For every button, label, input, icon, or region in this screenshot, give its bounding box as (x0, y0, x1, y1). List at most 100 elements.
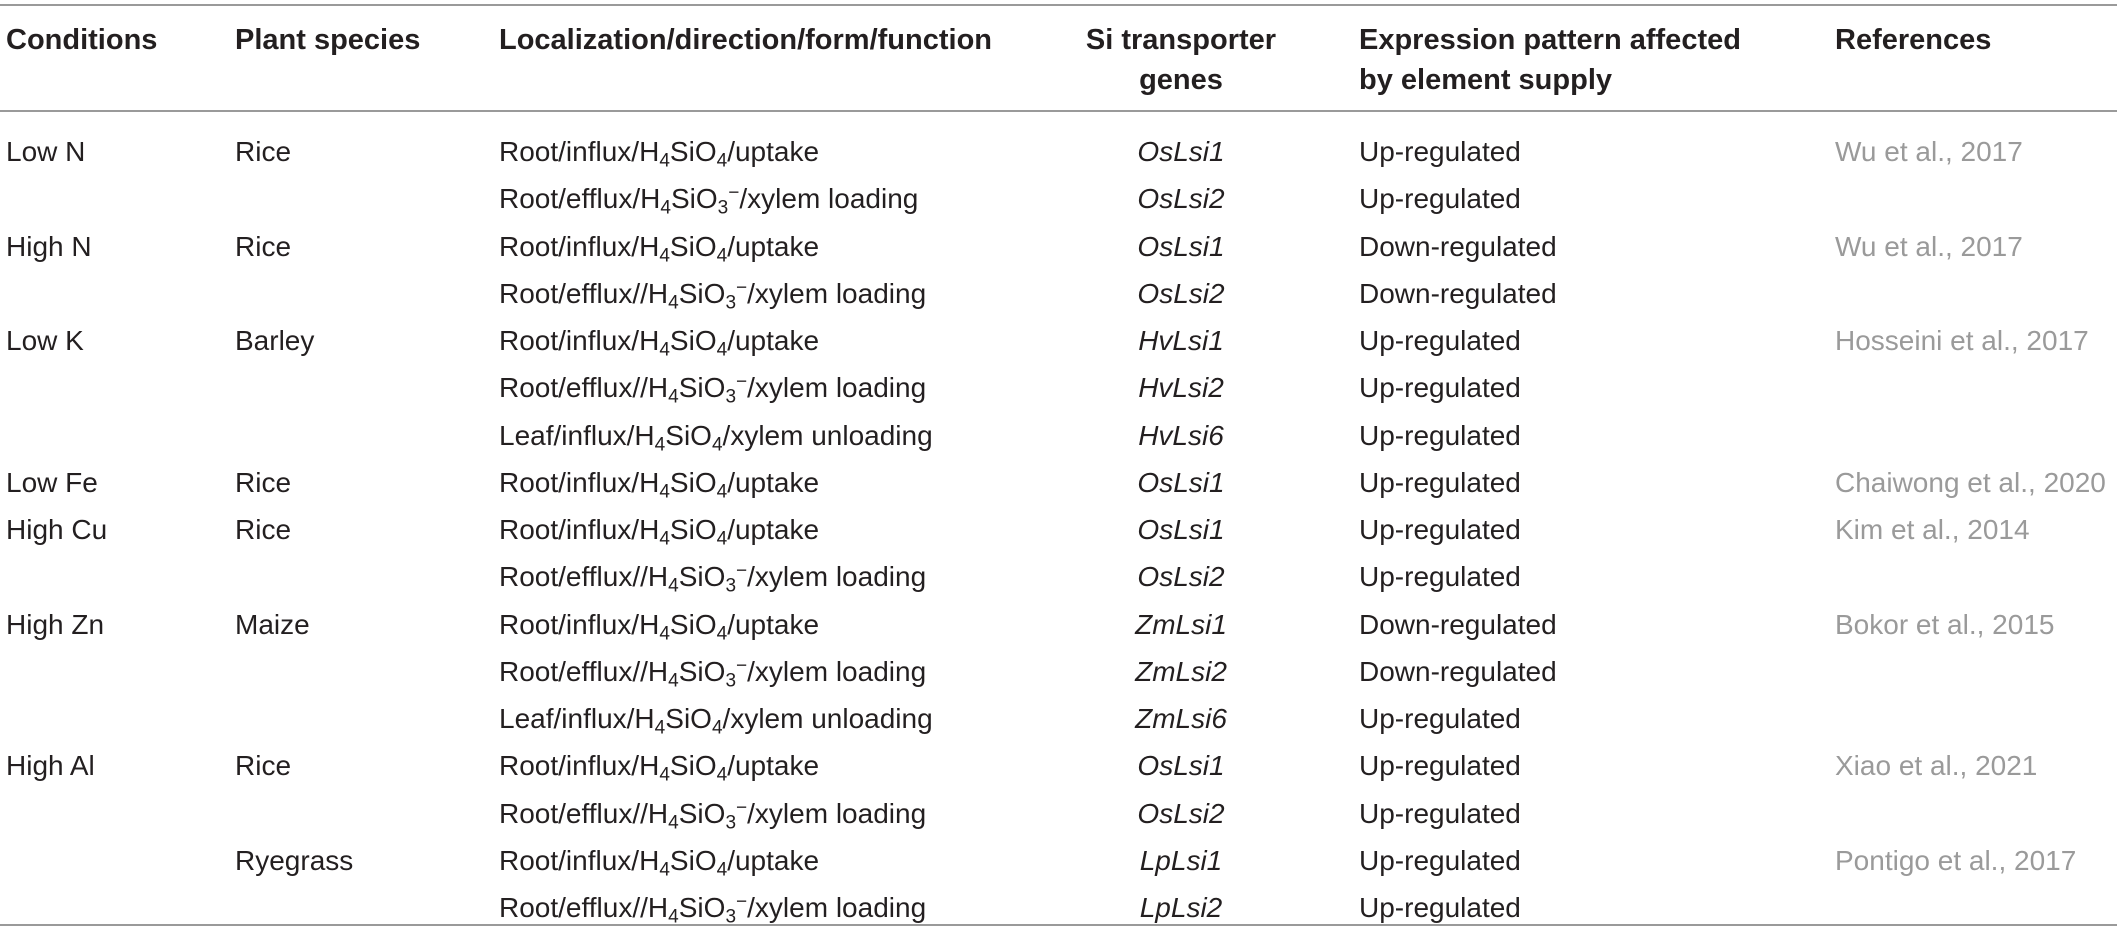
reference-cell: Xiao et al., 2021 (1835, 750, 2038, 782)
localization-suffix: /uptake (727, 514, 820, 546)
chemical-formula: H4SiO3− (647, 891, 748, 928)
reference-cell: Pontigo et al., 2017 (1835, 844, 2077, 876)
si-transporter-gene-cell: HvLsi6 (1138, 419, 1224, 451)
chemical-formula: H4SiO4 (639, 514, 728, 550)
table-row: Root/efflux//H4SiO3−/xylem loading OsLsi2… (0, 553, 2117, 600)
plant-species-cell: Rice (235, 514, 292, 546)
localization-prefix: Root/influx/ (499, 325, 640, 357)
expression-pattern-cell: Down-regulated (1359, 608, 1557, 640)
localization-prefix: Leaf/influx/ (499, 419, 635, 451)
table-row: Root/efflux//H4SiO3−/xylem loading OsLsi2… (0, 270, 2117, 317)
expression-pattern-cell: Down-regulated (1359, 230, 1557, 262)
localization-cell: Root/influx/H4SiO4/uptake (499, 742, 819, 789)
expression-pattern-cell: Up-regulated (1359, 797, 1521, 829)
localization-suffix: /uptake (727, 230, 820, 262)
header-si-transporter-genes-line2: genes (1139, 64, 1223, 96)
condition-cell: Low N (6, 136, 86, 167)
expression-pattern-cell: Up-regulated (1359, 183, 1521, 215)
si-transporter-gene-cell: LpLsi2 (1139, 892, 1223, 924)
header-expression-pattern-line1: Expression pattern affected (1359, 24, 1741, 56)
localization-suffix: /xylem loading (747, 797, 927, 829)
localization-cell: Root/influx/H4SiO4/uptake (499, 459, 819, 506)
si-transporter-gene-cell: OsLsi2 (1137, 561, 1225, 593)
reference-cell: Chaiwong et al., 2020 (1835, 466, 2106, 498)
localization-suffix: /xylem loading (739, 183, 919, 215)
si-transporter-gene-cell: OsLsi2 (1137, 797, 1225, 829)
localization-cell: Leaf/influx/H4SiO4/xylem unloading (499, 695, 933, 742)
chemical-formula: H4SiO4 (639, 844, 728, 881)
expression-pattern-cell: Up-regulated (1359, 561, 1521, 593)
condition-cell: Low Fe (6, 466, 98, 498)
localization-prefix: Root/influx/ (499, 136, 640, 167)
condition-cell: High Zn (6, 608, 105, 640)
localization-prefix: Root/efflux// (499, 797, 648, 829)
localization-prefix: Root/efflux// (499, 892, 648, 924)
si-transporter-gene-cell: HvLsi1 (1138, 325, 1224, 357)
plant-species-cell: Ryegrass (235, 844, 354, 876)
table-row: Low K Barley Root/influx/H4SiO4/uptake HvLs… (0, 317, 2117, 364)
table-row: Leaf/influx/H4SiO4/xylem unloading HvLsi6… (0, 412, 2117, 459)
header-expression-pattern: Expression pattern affected by element s… (1359, 20, 1741, 100)
localization-suffix: /uptake (727, 325, 820, 357)
si-transporter-gene-cell: OsLsi1 (1137, 230, 1225, 262)
localization-prefix: Root/efflux// (499, 372, 648, 404)
chemical-formula: H4SiO4 (639, 136, 728, 172)
expression-pattern-cell: Up-regulated (1359, 750, 1521, 782)
reference-cell: Bokor et al., 2015 (1835, 608, 2055, 640)
header-conditions: Conditions (6, 24, 158, 56)
expression-pattern-cell: Up-regulated (1359, 325, 1521, 357)
localization-cell: Root/efflux//H4SiO3−/xylem loading (499, 648, 926, 695)
expression-pattern-cell: Up-regulated (1359, 372, 1521, 404)
localization-prefix: Root/influx/ (499, 608, 640, 640)
plant-species-cell: Barley (235, 325, 315, 357)
localization-prefix: Root/influx/ (499, 844, 640, 876)
si-transporter-gene-cell: ZmLsi6 (1135, 703, 1227, 735)
localization-cell: Root/efflux//H4SiO3−/xylem loading (499, 270, 926, 317)
localization-prefix: Root/efflux// (499, 277, 648, 309)
chemical-formula: H4SiO3− (647, 277, 748, 314)
si-transporter-gene-cell: OsLsi2 (1137, 277, 1225, 309)
expression-pattern-cell: Up-regulated (1359, 703, 1521, 735)
table-row: Root/efflux//H4SiO3−/xylem loading ZmLsi2… (0, 648, 2117, 695)
localization-cell: Leaf/influx/H4SiO4/xylem unloading (499, 412, 933, 459)
chemical-formula: H4SiO3− (647, 797, 748, 834)
localization-suffix: /xylem unloading (722, 419, 933, 451)
si-transporter-gene-cell: OsLsi1 (1137, 136, 1225, 167)
reference-cell: Kim et al., 2014 (1835, 514, 2030, 546)
si-transporter-gene-cell: OsLsi1 (1137, 750, 1225, 782)
localization-suffix: /xylem loading (747, 655, 927, 687)
table-row: Low Fe Rice Root/influx/H4SiO4/uptake OsLsi… (0, 459, 2117, 506)
localization-prefix: Root/influx/ (499, 230, 640, 262)
chemical-formula: H4SiO4 (639, 325, 728, 361)
reference-cell: Wu et al., 2017 (1835, 230, 2023, 262)
expression-pattern-cell: Up-regulated (1359, 419, 1521, 451)
plant-species-cell: Rice (235, 466, 292, 498)
chemical-formula: H4SiO4 (639, 230, 728, 266)
plant-species-cell: Rice (235, 136, 292, 167)
table-row: Root/efflux//H4SiO3−/xylem loading LpLsi2… (0, 884, 2117, 931)
localization-prefix: Leaf/influx/ (499, 703, 635, 735)
localization-cell: Root/efflux//H4SiO3−/xylem loading (499, 790, 926, 837)
localization-cell: Root/efflux//H4SiO3−/xylem loading (499, 553, 926, 600)
table-row: Root/efflux//H4SiO3−/xylem loading OsLsi2… (0, 790, 2117, 837)
localization-prefix: Root/efflux// (499, 561, 648, 593)
condition-cell: Low K (6, 325, 84, 357)
localization-suffix: /uptake (727, 608, 820, 640)
localization-cell: Root/influx/H4SiO4/uptake (499, 837, 819, 884)
si-transporter-gene-cell: OsLsi1 (1137, 466, 1225, 498)
localization-cell: Root/efflux/H4SiO3−/xylem loading (499, 175, 918, 222)
si-transporter-gene-cell: ZmLsi2 (1135, 655, 1227, 687)
chemical-formula: H4SiO4 (639, 608, 728, 644)
localization-suffix: /xylem loading (747, 892, 927, 924)
localization-cell: Root/influx/H4SiO4/uptake (499, 317, 819, 364)
localization-suffix: /xylem unloading (722, 703, 933, 735)
plant-species-cell: Maize (235, 608, 310, 640)
header-rule (0, 110, 2117, 112)
